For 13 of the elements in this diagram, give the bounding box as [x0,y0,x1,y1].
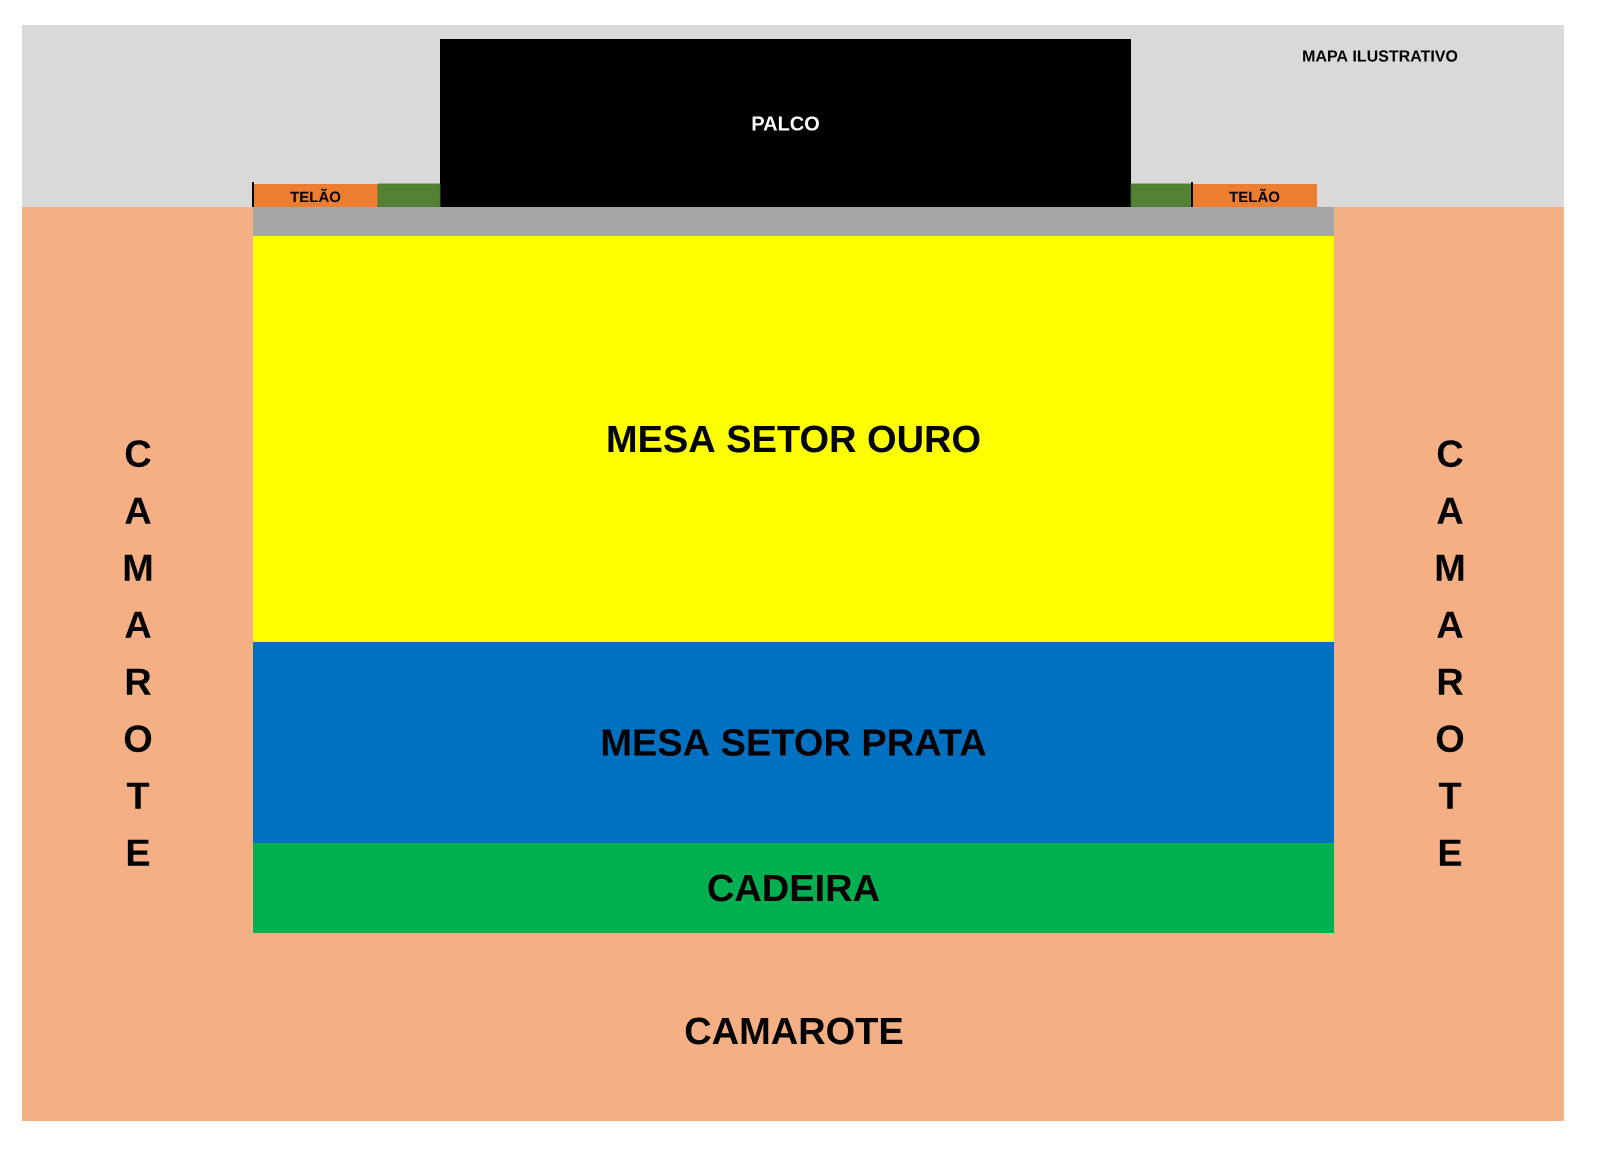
map-note: MAPA ILUSTRATIVO [1303,50,1458,62]
stage: PALCO [440,39,1131,208]
screen-box: TELÃO [1191,181,1317,208]
area-label: CAMAROTE [685,1017,903,1045]
screen-box: TELÃO [252,181,378,208]
seating-area: MESA SETOR OURO [253,236,1334,642]
barrier-bar [253,207,1334,236]
side-box [377,183,441,208]
side-box [1130,183,1193,208]
vertical-label: CAMAROTE [124,440,152,866]
seating-area: CADEIRA [253,843,1334,933]
seating-area: MESA SETOR PRATA [253,642,1334,843]
vertical-label: CAMAROTE [1436,440,1464,866]
